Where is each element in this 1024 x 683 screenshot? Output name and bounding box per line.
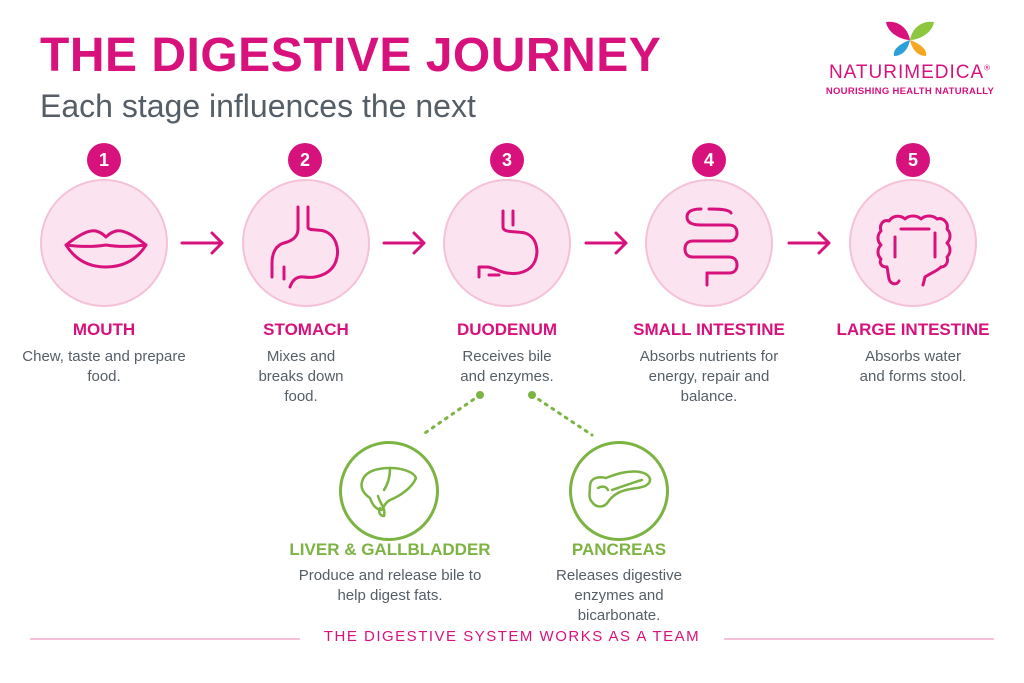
footer-divider-right [724,638,994,640]
arrow-right-icon [584,231,628,255]
page-subtitle: Each stage influences the next [40,88,476,124]
stage-4-description: Absorbs nutrients for energy, repair and… [639,348,779,405]
footer-divider-left [30,638,300,640]
stage-1-badge: 1 [87,143,121,177]
helper-2-description: Releases digestive enzymes and bicarbona… [556,567,682,624]
page-title: THE DIGESTIVE JOURNEY [40,29,662,82]
stage-1-circle [40,179,168,307]
stage-2-circle [242,179,370,307]
large-intestine-icon [876,214,952,287]
stage-3-badge: 3 [490,143,524,177]
stage-4-badge: 4 [692,143,726,177]
stage-3-label: DUODENUM [456,320,558,339]
registered-mark: ® [984,63,992,73]
lips-icon [64,229,148,269]
stage-2-badge: 2 [288,143,322,177]
stage-5-label: LARGE INTESTINE [836,320,990,339]
arrow-right-icon [180,231,224,255]
stage-5-description: Absorbs water and forms stool. [859,348,967,385]
stage-3-circle [443,179,571,307]
dotted-connectors [420,391,594,437]
helper-1-circle [339,441,439,541]
stage-2-label: STOMACH [263,320,349,339]
stage-5-badge: 5 [896,143,930,177]
footer-text: THE DIGESTIVE SYSTEM WORKS AS A TEAM [311,628,713,645]
logo-name: NATURIMEDICA [828,62,985,83]
liver-icon [360,466,418,518]
arrow-right-icon [382,231,426,255]
stage-5-circle [849,179,977,307]
stage-3-description: Receives bile and enzymes. [460,348,554,385]
helper-2-circle [569,441,669,541]
stage-4-label: SMALL INTESTINE [633,320,785,339]
small-intestine-icon [683,207,739,287]
helper-1-label: LIVER & GALLBLADDER [289,540,491,559]
pancreas-icon [588,470,652,508]
stage-1-description: Chew, taste and prepare food. [22,348,186,385]
helper-1-description: Produce and release bile to help digest … [298,567,482,604]
arrow-right-icon [787,231,831,255]
duodenum-icon [477,209,539,279]
helper-2-label: PANCREAS [571,540,667,559]
brand-logo: NATURIMEDICA® NOURISHING HEALTH NATURALL… [820,18,1000,118]
logo-tagline: NOURISHING HEALTH NATURALLY [825,86,995,97]
stage-1-label: MOUTH [72,320,136,339]
butterfly-icon [886,21,934,56]
stage-2-description: Mixes and breaks down food. [258,348,344,405]
stomach-icon [270,205,339,289]
stage-4-circle [645,179,773,307]
